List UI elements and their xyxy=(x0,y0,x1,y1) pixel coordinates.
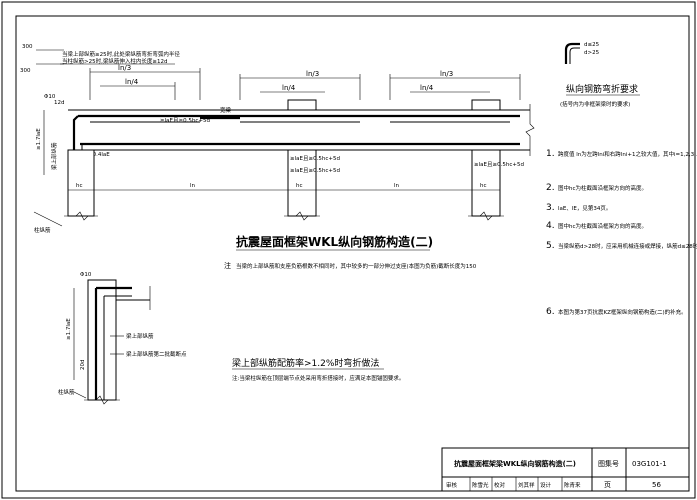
legend-title: 纵向钢筋弯折要求 xyxy=(566,83,638,95)
inner-frame xyxy=(15,15,690,492)
note-3-num: 3. xyxy=(546,203,555,213)
note-6-text: 本图为第37页抗震KZ框架纵向钢筋构造(二)的补充。 xyxy=(558,308,687,316)
hook-label-2: d>25 xyxy=(584,50,600,56)
dim-ln-1: ln xyxy=(190,183,196,189)
tb-row-5: 陈青来 xyxy=(564,481,581,489)
side-label: 梁上部纵筋 xyxy=(50,142,58,170)
tb-title: 抗震屋面框架梁WKL纵向钢筋构造(二) xyxy=(454,459,576,468)
dim-ln3-a: ln/3 xyxy=(118,64,131,72)
label-lae-top: ≥laE且≥0.5hc+5d xyxy=(160,117,210,124)
dim-300: 300 xyxy=(22,44,33,50)
note-6-num: 6. xyxy=(546,307,555,317)
lower-lbl3: 柱纵筋 xyxy=(58,388,75,396)
dim-ln4-c: ln/4 xyxy=(420,84,434,92)
note-4-num: 4. xyxy=(546,221,555,231)
label-lae-2: ≥laE且≥0.5hc+5d xyxy=(290,167,340,174)
main-title: 抗震屋面框架WKL纵向钢筋构造(二) xyxy=(236,234,433,249)
tb-page-label: 页 xyxy=(604,481,611,489)
tb-row-2: 校对 xyxy=(494,481,506,489)
legend-subtitle: (括号内为非框架梁时的要求) xyxy=(560,100,630,108)
section-note: 注:当梁柱纵筋在顶层端节点处采用弯折搭接时，应满足本图锚固要求。 xyxy=(232,374,404,382)
lower-lbl1: 梁上部纵筋 xyxy=(126,332,154,340)
tb-row-4: 设计 xyxy=(540,481,552,489)
note-1-num: 1. xyxy=(546,149,555,159)
tb-row-3: 刘其祥 xyxy=(518,481,535,489)
main-beam-elevation: 300 300 当梁上部纵筋≥25时,此处梁纵筋弯折弯弧内半径 当柱纵筋>25时… xyxy=(20,44,535,234)
dim-o10: Φ10 xyxy=(44,94,56,100)
lower-dim-17: ≥1.7laE xyxy=(66,318,72,340)
dim-hc-3: hc xyxy=(480,183,487,189)
note-2-text: 图中hc为柱截面沿框架方向的高度。 xyxy=(558,184,647,192)
note-1-text: 跨度值 ln为左跨lni和右跨lni+1之较大值，其中i=1,2,3… xyxy=(558,150,697,158)
tb-page-no: 56 xyxy=(652,481,661,489)
dim-17lae: ≥1.7laE xyxy=(36,128,42,150)
dim-ln4-b: ln/4 xyxy=(282,84,296,92)
dim-hc-2: hc xyxy=(296,183,303,189)
tb-row-0: 审核 xyxy=(446,481,458,489)
top-note-2: 当柱纵筋>25时,梁纵筋伸入柱内长度≥12d xyxy=(62,57,167,65)
label-kuan: 宽梁 xyxy=(220,106,232,114)
lower-detail: Φ10 ≥1.7laE 20d 梁上部纵筋 梁上部纵筋第二批截断点 柱纵筋 xyxy=(58,272,187,405)
lower-dim-20d: 20d xyxy=(80,360,86,371)
dim-300b: 300 xyxy=(20,68,31,74)
tb-atlas-no: 03G101-1 xyxy=(632,460,667,468)
tb-row-1: 陈雪光 xyxy=(472,481,489,489)
note-2-num: 2. xyxy=(546,183,555,193)
note-3-text: laE、lE，见第34页。 xyxy=(558,204,611,212)
label-lae-3: ≥laE且≥0.5hc+5d xyxy=(474,161,524,168)
dim-hc-1: hc xyxy=(76,183,83,189)
title-block: 抗震屋面框架梁WKL纵向钢筋构造(二) 图集号 03G101-1 页 56 审核… xyxy=(441,447,690,492)
note-5-text: 当梁纵筋d>28时，应采用机械连接或焊接，纵筋d≤28时，可采用绑扎搭接，搭接位… xyxy=(558,242,697,250)
lower-lbl2: 梁上部纵筋第二批截断点 xyxy=(126,350,187,358)
section-title: 梁上部纵筋配筋率>1.2%时弯折做法 xyxy=(232,357,379,369)
note-4-text: 图中hc为柱截面沿框架方向的高度。 xyxy=(558,222,647,230)
hook-label-1: d≤25 xyxy=(584,42,600,48)
dim-ln-2: ln xyxy=(394,183,400,189)
hook-legend: d≤25 d>25 纵向钢筋弯折要求 (括号内为非框架梁时的要求) xyxy=(560,42,640,108)
main-title-note: 当梁的上部纵筋和支座负筋根数不相同时，其中较多的一部分伸过支座(本图为负筋)截断… xyxy=(236,262,477,270)
label-pillar: 柱纵筋 xyxy=(34,226,51,234)
lower-o10: Φ10 xyxy=(80,272,92,278)
dim-12d: 12d xyxy=(54,100,65,106)
note-5-num: 5. xyxy=(546,241,555,251)
dim-05lae: ≥0.4laE xyxy=(88,152,110,158)
notes-list: 1. 跨度值 ln为左跨lni和右跨lni+1之较大值，其中i=1,2,3… 2… xyxy=(546,149,697,317)
tb-atlas-label: 图集号 xyxy=(598,459,619,468)
dim-ln4-a: ln/4 xyxy=(125,78,139,86)
dim-ln3-b: ln/3 xyxy=(306,70,319,78)
main-title-marker: 注 xyxy=(224,261,231,270)
dim-ln3-c: ln/3 xyxy=(440,70,453,78)
top-note-1: 当梁上部纵筋≥25时,此处梁纵筋弯折弯弧内半径 xyxy=(62,50,180,58)
label-lae-1: ≥laE且≥0.5hc+5d xyxy=(290,155,340,162)
